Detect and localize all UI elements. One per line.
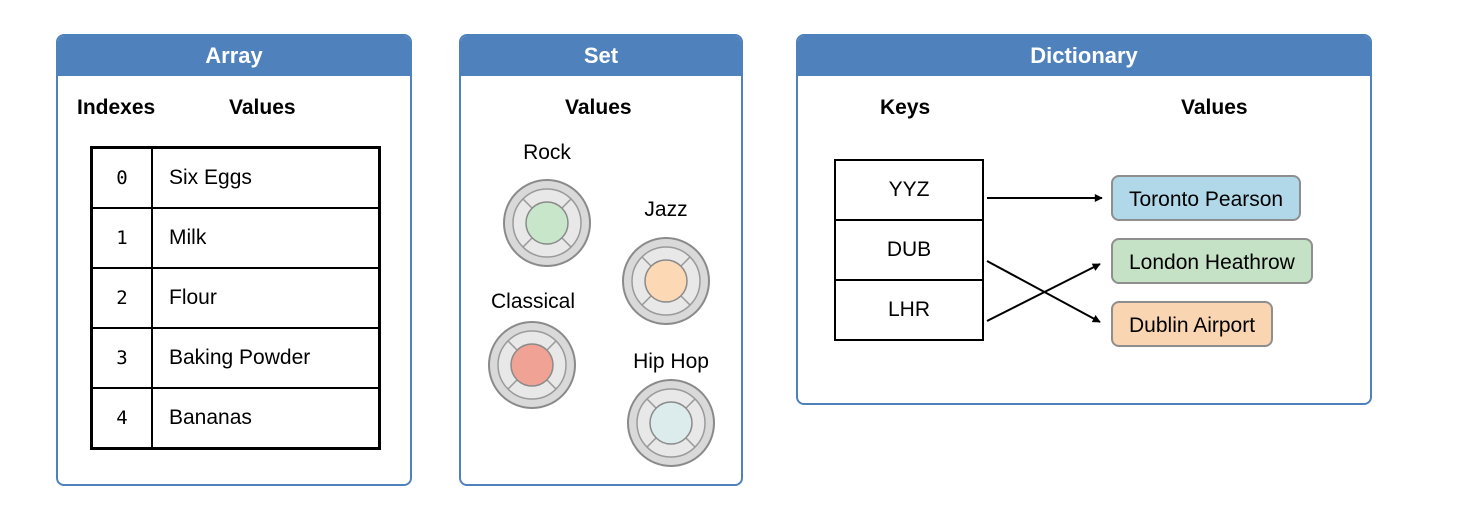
- table-row: 2 Flour: [90, 267, 380, 329]
- set-item-icon: [488, 321, 576, 409]
- array-value: Six Eggs: [151, 146, 380, 209]
- array-value: Flour: [151, 267, 380, 329]
- set-item-hip-hop: [626, 378, 716, 468]
- set-values-header: Values: [565, 96, 632, 119]
- table-row: YYZ: [834, 159, 984, 221]
- set-title: Set: [461, 36, 741, 76]
- set-item-icon: [627, 379, 715, 467]
- set-item-rock: [502, 178, 592, 268]
- array-table: 0 Six Eggs 1 Milk 2 Flour 3 Baking Powde…: [90, 146, 381, 450]
- dictionary-value-toronto: Toronto Pearson: [1111, 175, 1302, 221]
- dictionary-keys-header: Keys: [880, 96, 931, 119]
- dictionary-mapping-arrows: [986, 194, 1103, 323]
- set-item-label: Rock: [523, 141, 571, 164]
- array-value: Baking Powder: [151, 327, 380, 389]
- set-item-label: Hip Hop: [633, 350, 709, 373]
- dictionary-values-header: Values: [1181, 96, 1248, 119]
- array-index: 3: [90, 327, 153, 389]
- array-index: 1: [90, 207, 153, 269]
- array-index: 4: [90, 387, 153, 450]
- array-panel: Array Indexes Values 0 Six Eggs 1 Milk 2…: [56, 34, 412, 486]
- set-item-icon: [503, 179, 591, 267]
- dictionary-value-dublin: Dublin Airport: [1111, 301, 1274, 347]
- table-row: LHR: [834, 279, 984, 341]
- array-value: Bananas: [151, 387, 380, 450]
- arrow-lhr-to-london: [986, 263, 1101, 322]
- set-item-label: Classical: [490, 290, 576, 313]
- set-item-label: Jazz: [644, 198, 688, 221]
- dictionary-title: Dictionary: [798, 36, 1370, 76]
- set-item-jazz: [621, 236, 711, 326]
- set-item-icon: [622, 237, 710, 325]
- array-value: Milk: [151, 207, 380, 269]
- dictionary-key: YYZ: [834, 159, 984, 221]
- dictionary-keys-table: YYZ DUB LHR: [834, 159, 984, 341]
- array-title: Array: [58, 36, 410, 76]
- table-row: DUB: [834, 219, 984, 281]
- array-index: 2: [90, 267, 153, 329]
- table-row: 4 Bananas: [90, 387, 380, 450]
- set-panel: Set Values Rock Jazz Classical Hip Hop: [459, 34, 743, 486]
- array-indexes-header: Indexes: [77, 96, 156, 119]
- dictionary-value-london: London Heathrow: [1111, 238, 1313, 284]
- table-row: 3 Baking Powder: [90, 327, 380, 389]
- dictionary-panel: Dictionary Keys Values YYZ DUB LHR Toron…: [796, 34, 1372, 405]
- dictionary-key: LHR: [834, 279, 984, 341]
- array-index: 0: [90, 146, 153, 209]
- table-row: 1 Milk: [90, 207, 380, 269]
- set-item-classical: [487, 320, 577, 410]
- dictionary-key: DUB: [834, 219, 984, 281]
- array-values-header: Values: [229, 96, 296, 119]
- table-row: 0 Six Eggs: [90, 146, 380, 209]
